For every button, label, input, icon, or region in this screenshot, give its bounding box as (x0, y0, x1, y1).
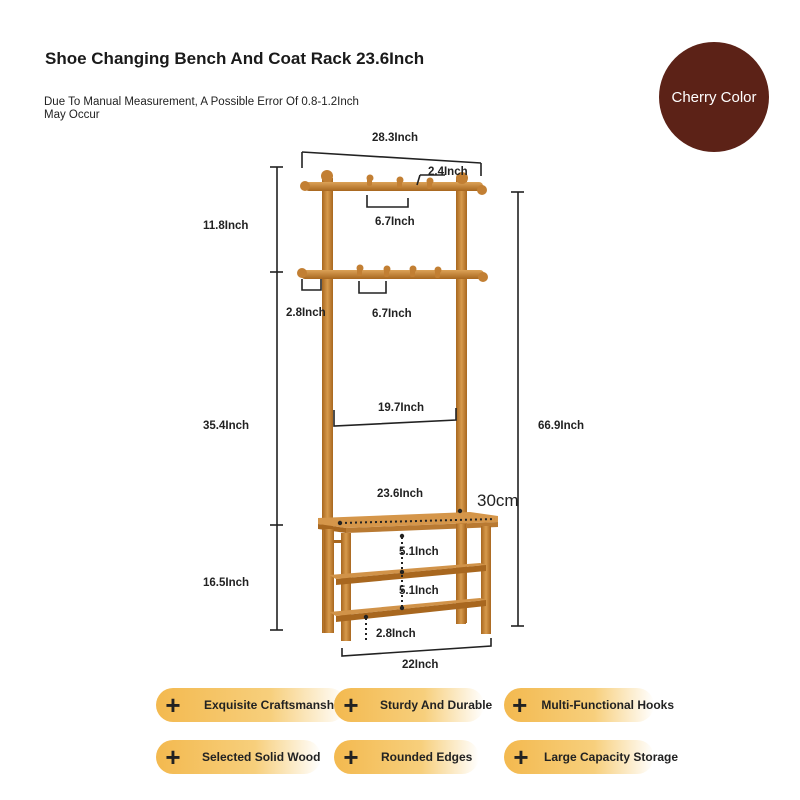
label-bench-height: 16.5Inch (203, 577, 249, 589)
label-hook-spacing: 2.4Inch (428, 166, 468, 178)
plus-icon: + (343, 742, 359, 772)
label-top-width: 28.3Inch (372, 132, 418, 144)
feature-label: Multi-Functional Hooks (541, 698, 674, 712)
feature-item: + Selected Solid Wood (156, 740, 326, 774)
label-inner-width: 19.7Inch (378, 402, 424, 414)
plus-icon: + (165, 742, 181, 772)
feature-label: Large Capacity Storage (544, 750, 679, 764)
label-shelf-gap-2: 5.1Inch (399, 585, 439, 597)
label-total-height: 66.9Inch (538, 420, 584, 432)
plus-icon: + (512, 690, 528, 720)
plus-icon: + (165, 690, 181, 720)
right-post (456, 178, 467, 623)
feature-item: + Multi-Functional Hooks (504, 688, 674, 722)
label-depth: 30cm (477, 491, 519, 510)
label-hook-width-top: 6.7Inch (375, 216, 415, 228)
lower-hooks (356, 264, 442, 278)
feature-label: Rounded Edges (381, 750, 473, 764)
feature-item: + Exquisite Craftsmanship (156, 688, 346, 722)
plus-icon: + (343, 690, 359, 720)
left-post (322, 178, 333, 633)
feature-item: + Sturdy And Durable (334, 688, 494, 722)
label-hook-width-lower: 6.7Inch (372, 308, 412, 320)
label-shelf-gap-1: 5.1Inch (399, 546, 439, 558)
color-badge: Cherry Color (659, 42, 769, 152)
label-base-width: 22Inch (402, 659, 438, 671)
feature-label: Selected Solid Wood (202, 750, 321, 764)
feature-item: + Large Capacity Storage (504, 740, 679, 774)
top-hooks (366, 174, 434, 189)
product-title: Shoe Changing Bench And Coat Rack 23.6In… (45, 49, 425, 68)
bench (318, 512, 498, 641)
top-bar (305, 182, 483, 191)
feature-label: Exquisite Craftsmanship (204, 698, 345, 712)
label-top-section-height: 11.8Inch (203, 220, 248, 232)
label-hook-offset: 2.8Inch (286, 307, 326, 319)
plus-icon: + (513, 742, 529, 772)
rack (297, 170, 498, 641)
feature-label: Sturdy And Durable (380, 698, 493, 712)
dotted-guides (339, 518, 496, 640)
lower-bar (301, 270, 484, 279)
guide-dots (337, 508, 463, 620)
label-middle-height: 35.4Inch (203, 420, 249, 432)
feature-item: + Rounded Edges (334, 740, 484, 774)
label-bench-width: 23.6Inch (377, 488, 423, 500)
dimension-lines (270, 151, 524, 657)
color-badge-label: Cherry Color (671, 88, 757, 106)
label-bottom-clearance: 2.8Inch (376, 628, 416, 640)
measurement-note: Due To Manual Measurement, A Possible Er… (44, 96, 359, 121)
